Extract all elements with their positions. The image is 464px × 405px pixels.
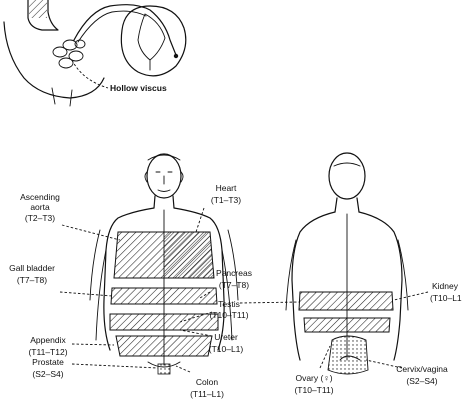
svg-text:(T11–L1): (T11–L1) — [190, 389, 224, 399]
svg-text:(T10–T11): (T10–T11) — [294, 385, 333, 395]
colon-zone — [116, 336, 212, 356]
kidney-zone — [299, 292, 393, 310]
label-prostate: Prostate (S2–S4) — [32, 357, 64, 379]
hollow-viscus-label: Hollow viscus — [110, 83, 167, 93]
svg-text:Ascending: Ascending — [20, 192, 60, 202]
spinal-cord — [121, 6, 185, 76]
label-ureter: Ureter (T10–L1) — [209, 332, 244, 354]
svg-text:Colon: Colon — [196, 377, 218, 387]
svg-text:(T2–T3): (T2–T3) — [25, 213, 55, 223]
heart-zone — [164, 232, 214, 278]
back-head — [329, 153, 365, 199]
svg-text:(T11–T12): (T11–T12) — [28, 347, 67, 357]
svg-text:Cervix/vagina: Cervix/vagina — [396, 364, 448, 374]
svg-text:(T7–T8): (T7–T8) — [219, 280, 249, 290]
sacral-zone — [328, 336, 368, 374]
label-gall-bladder: Gall bladder (T7–T8) — [9, 263, 55, 285]
hollow-viscus — [53, 40, 85, 68]
svg-text:Pancreas: Pancreas — [216, 268, 252, 278]
upper-abdomen-zone — [111, 288, 217, 304]
label-pancreas: Pancreas (T7–T8) — [216, 268, 252, 290]
svg-text:Ureter: Ureter — [214, 332, 238, 342]
ovary-zone — [304, 318, 390, 332]
lower-abdomen-zone — [110, 314, 218, 330]
svg-text:(S2–S4): (S2–S4) — [406, 376, 437, 386]
svg-text:(T10–T11): (T10–T11) — [209, 310, 248, 320]
inset-illustration: Hollow viscus — [4, 0, 186, 106]
label-kidney: Kidney (T10–L1 — [430, 281, 462, 303]
label-heart: Heart (T1–T3) — [211, 183, 241, 205]
svg-text:Appendix: Appendix — [30, 335, 66, 345]
label-colon: Colon (T11–L1) — [190, 377, 224, 399]
svg-text:Heart: Heart — [216, 183, 237, 193]
svg-text:(T10–L1: (T10–L1 — [430, 293, 462, 303]
back-figure — [286, 153, 408, 374]
svg-text:Gall bladder: Gall bladder — [9, 263, 55, 273]
svg-text:(T7–T8): (T7–T8) — [17, 275, 47, 285]
svg-text:aorta: aorta — [30, 202, 50, 212]
label-appendix: Appendix (T11–T12) — [28, 335, 67, 357]
svg-text:(T1–T3): (T1–T3) — [211, 195, 241, 205]
svg-text:Kidney: Kidney — [432, 281, 459, 291]
abdomen-outline — [4, 22, 104, 98]
label-ovary: Ovary (♀) (T10–T11) — [294, 373, 333, 395]
svg-text:Testis: Testis — [218, 299, 240, 309]
svg-text:Ovary (♀): Ovary (♀) — [295, 373, 332, 383]
label-ascending-aorta: Ascending aorta (T2–T3) — [20, 192, 60, 223]
svg-text:(S2–S4): (S2–S4) — [32, 369, 63, 379]
label-cervix-vagina: Cervix/vagina (S2–S4) — [396, 364, 448, 386]
svg-text:(T10–L1): (T10–L1) — [209, 344, 244, 354]
svg-text:Prostate: Prostate — [32, 357, 64, 367]
